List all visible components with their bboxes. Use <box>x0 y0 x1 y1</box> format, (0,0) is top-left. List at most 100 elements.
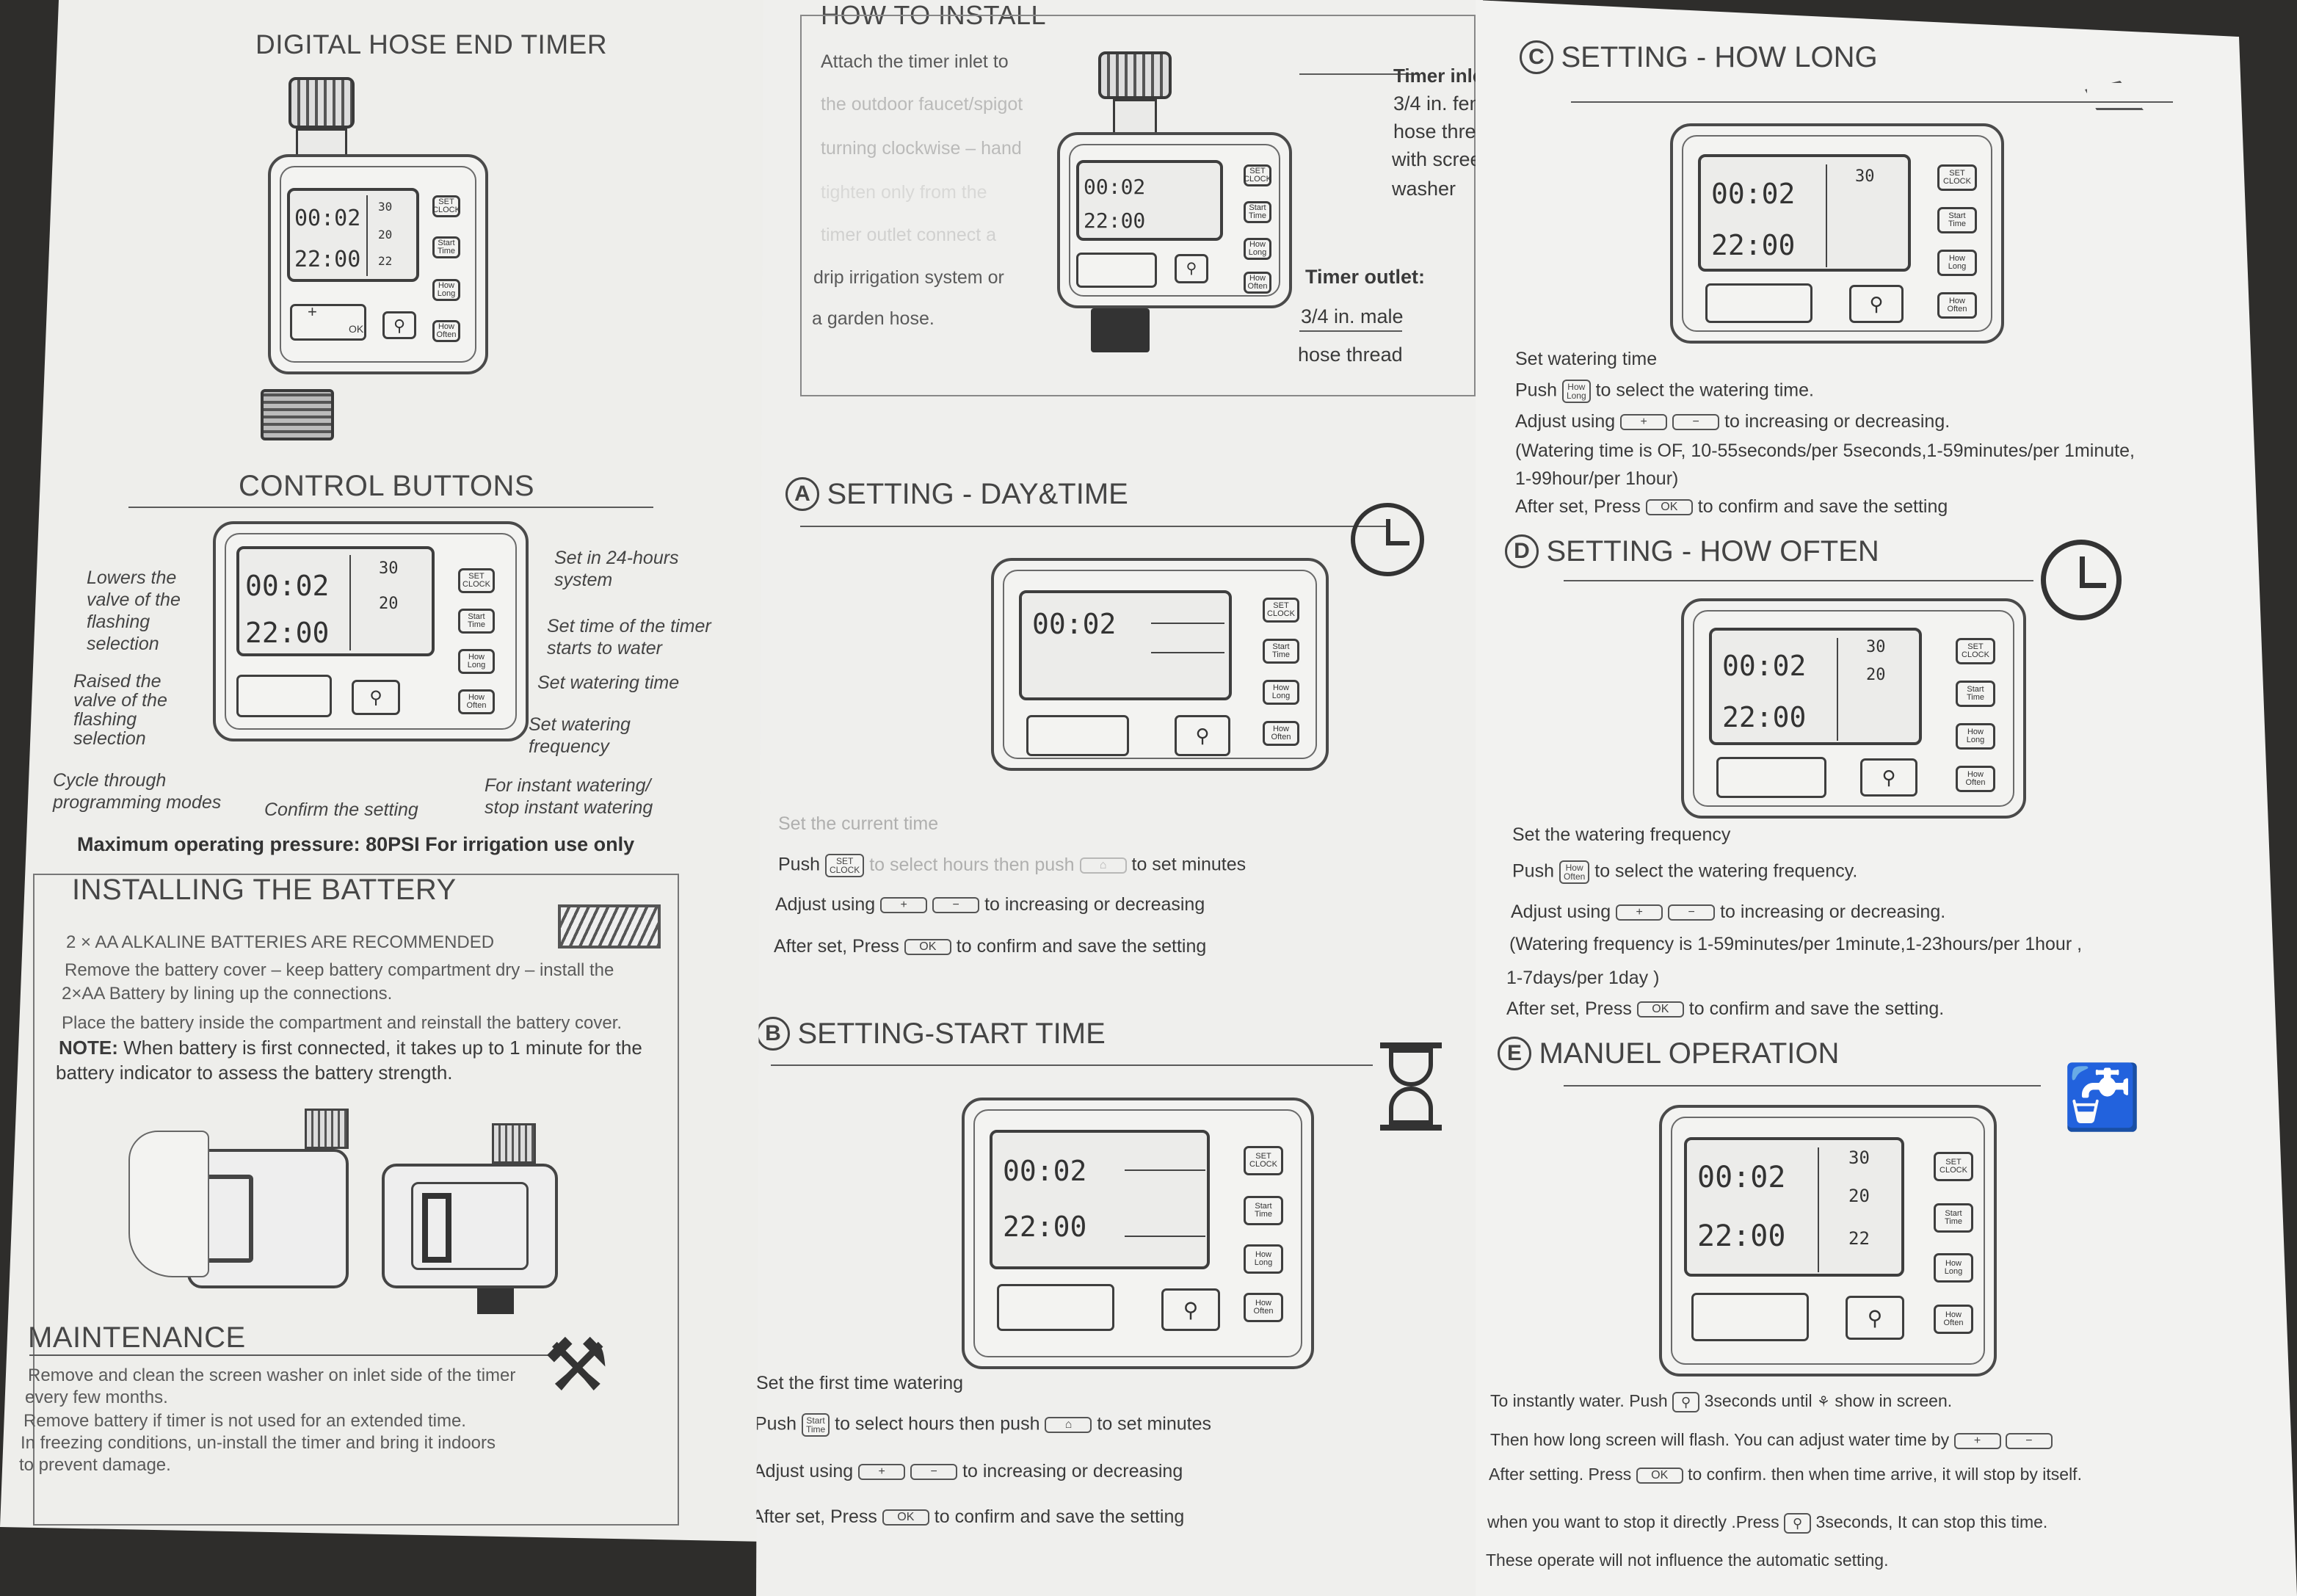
install-line-4: tighten only from the <box>821 182 987 203</box>
install-line-7: a garden hose. <box>812 308 935 329</box>
section-c-header: C SETTING - HOW LONG <box>1520 40 1878 74</box>
c-lcd-now: 00:02 <box>1711 178 1796 210</box>
c-line-1: Set watering time <box>1515 349 1658 369</box>
diagram-now-time: 00:02 <box>245 570 330 602</box>
e-lcd-how-often: 20 <box>1848 1186 1870 1206</box>
diagram-how-long: 30 <box>379 559 399 578</box>
battery-line-4: Place the battery inside the compartment… <box>62 1013 623 1033</box>
inlet-line-3: with screen <box>1392 148 1492 170</box>
section-c-badge: C <box>1520 40 1553 74</box>
hourglass-icon <box>1380 1042 1442 1131</box>
how-long-button[interactable]: How Long <box>432 279 460 301</box>
diagram-start-time: Start Time <box>458 609 495 634</box>
section-a-badge: A <box>785 477 819 511</box>
section-a-title: SETTING - DAY&TIME <box>827 477 1128 510</box>
e-line-4: when you want to stop it directly .Press… <box>1487 1512 2047 1534</box>
section-d-header: D SETTING - HOW OFTEN <box>1505 534 1879 568</box>
d-range-2: 1-7days/per 1day ) <box>1506 968 1660 988</box>
faucet-icon: 🚰 <box>2063 1062 2142 1133</box>
section-b-device: 00:02 22:00 SET CLOCK Start Time How Lon… <box>962 1098 1314 1369</box>
section-a-header: A SETTING - DAY&TIME <box>785 477 1128 511</box>
install-line-3: turning clockwise – hand <box>821 138 1022 159</box>
diagram-screen: 00:02 22:00 30 20 <box>236 546 435 656</box>
plus-button[interactable]: + <box>308 302 317 321</box>
install-line-6: drip irrigation system or <box>813 267 1004 288</box>
start-time-button[interactable]: Start Time <box>432 236 460 258</box>
lcd-now-time: 00:02 <box>294 206 361 231</box>
c-range-1: (Watering time is OF, 10-55seconds/per 5… <box>1515 440 2135 461</box>
control-buttons-title: CONTROL BUTTONS <box>239 470 535 502</box>
diagram-set-clock: SET CLOCK <box>458 568 495 593</box>
d-lcd-start: 22:00 <box>1722 701 1807 733</box>
label-24h: Set in 24-hours system <box>554 548 679 590</box>
outlet-line-2: hose thread <box>1298 344 1403 366</box>
plus-minus-ok-pad[interactable] <box>290 304 366 341</box>
label-start-time: Set time of the timer starts to water <box>547 616 711 659</box>
inlet-line-4: washer <box>1392 178 1456 200</box>
maintenance-title: MAINTENANCE <box>28 1321 246 1354</box>
control-buttons-diagram: 00:02 22:00 30 20 SET CLOCK Start Time H… <box>213 521 529 741</box>
install-lcd-start: 22:00 <box>1084 208 1146 233</box>
ok-button[interactable]: OK <box>349 323 364 335</box>
e-lcd-now: 00:02 <box>1697 1161 1786 1194</box>
inlet-line-2: hose thread <box>1393 120 1498 142</box>
lcd-how-often: 20 <box>378 228 393 242</box>
label-confirm: Confirm the setting <box>264 799 418 820</box>
diagram-how-often: 20 <box>379 595 399 613</box>
outlet-line-1: 3/4 in. male <box>1301 305 1404 327</box>
section-d-device: 00:02 22:00 30 20 SET CLOCK Start Time H… <box>1681 598 2026 819</box>
install-device-illustration: 00:02 22:00 SET CLOCK Start Time How Lon… <box>1057 44 1292 352</box>
section-c-device: 00:02 22:00 30 SET CLOCK Start Time How … <box>1670 123 2004 344</box>
c-range-2: 1-99hour/per 1hour) <box>1515 468 1679 489</box>
label-cycle-modes: Cycle through programming modes <box>53 770 222 813</box>
e-line-3: After setting. Press OK to confirm. then… <box>1489 1465 2082 1484</box>
lcd-next: 22 <box>378 254 393 268</box>
diagram-pad <box>236 675 332 717</box>
timer-icon <box>2085 81 2144 110</box>
d-line-1: Set the watering frequency <box>1512 824 1731 845</box>
section-e-badge: E <box>1498 1037 1531 1070</box>
c-lcd-how-long: 30 <box>1855 167 1875 186</box>
diagram-how-often: How Often <box>458 689 495 714</box>
outlet-title: Timer outlet: <box>1305 266 1426 288</box>
d-lcd-how-long: 30 <box>1866 638 1886 656</box>
a-line-2: Push SET CLOCK to select hours then push… <box>778 854 1246 877</box>
right-panel: C SETTING - HOW LONG 00:02 22:00 30 SET … <box>1476 0 2297 1596</box>
section-d-title: SETTING - HOW OFTEN <box>1546 534 1879 567</box>
lcd-start-time: 22:00 <box>294 247 361 272</box>
c-lcd-start: 22:00 <box>1711 229 1796 261</box>
battery-title: INSTALLING THE BATTERY <box>72 874 457 906</box>
section-b-header: B SETTING-START TIME <box>756 1017 1106 1051</box>
manual-water-button[interactable]: ⚲ <box>382 311 416 339</box>
install-lcd-now: 00:02 <box>1084 175 1146 199</box>
e-line-1: To instantly water. Push ⚲ 3seconds unti… <box>1490 1391 1952 1412</box>
b-line-4: After set, Press OK to confirm and save … <box>752 1506 1185 1527</box>
a-line-1: Set the current time <box>778 813 939 834</box>
section-e-header: E MANUEL OPERATION <box>1498 1037 1839 1070</box>
b-lcd-start: 22:00 <box>1003 1211 1087 1243</box>
battery-note-2: battery indicator to assess the battery … <box>56 1062 453 1084</box>
inlet-title: Timer inlet: <box>1393 65 1496 87</box>
b-line-2: Push Start Time to select hours then pus… <box>756 1413 1211 1437</box>
e-lcd-next: 22 <box>1848 1228 1870 1249</box>
b-lcd-now: 00:02 <box>1003 1155 1087 1187</box>
set-clock-button[interactable]: SET CLOCK <box>432 195 460 217</box>
how-often-button[interactable]: How Often <box>432 320 460 342</box>
c-line-3: Adjust using + − to increasing or decrea… <box>1515 411 1951 432</box>
install-line-2: the outdoor faucet/spigot <box>821 94 1023 115</box>
diagram-how-long: How Long <box>458 649 495 674</box>
battery-line-2: Remove the battery cover – keep battery … <box>65 960 614 980</box>
tools-icon: ⚒ <box>543 1324 609 1407</box>
e-lcd-how-long: 30 <box>1848 1147 1870 1168</box>
c-line-4: After set, Press OK to confirm and save … <box>1515 496 1948 517</box>
battery-note: NOTE: When battery is first connected, i… <box>59 1037 642 1059</box>
section-d-badge: D <box>1505 534 1539 568</box>
max-pressure-note: Maximum operating pressure: 80PSI For ir… <box>77 833 635 855</box>
a-line-4: After set, Press OK to confirm and save … <box>774 936 1207 957</box>
e-lcd-start: 22:00 <box>1697 1219 1786 1253</box>
section-b-badge: B <box>756 1017 790 1051</box>
maintenance-line-4: In freezing conditions, un-install the t… <box>21 1433 496 1453</box>
install-box <box>800 15 1476 396</box>
alarm-clock-icon <box>2041 540 2122 620</box>
maintenance-line-2: every few months. <box>25 1388 168 1407</box>
